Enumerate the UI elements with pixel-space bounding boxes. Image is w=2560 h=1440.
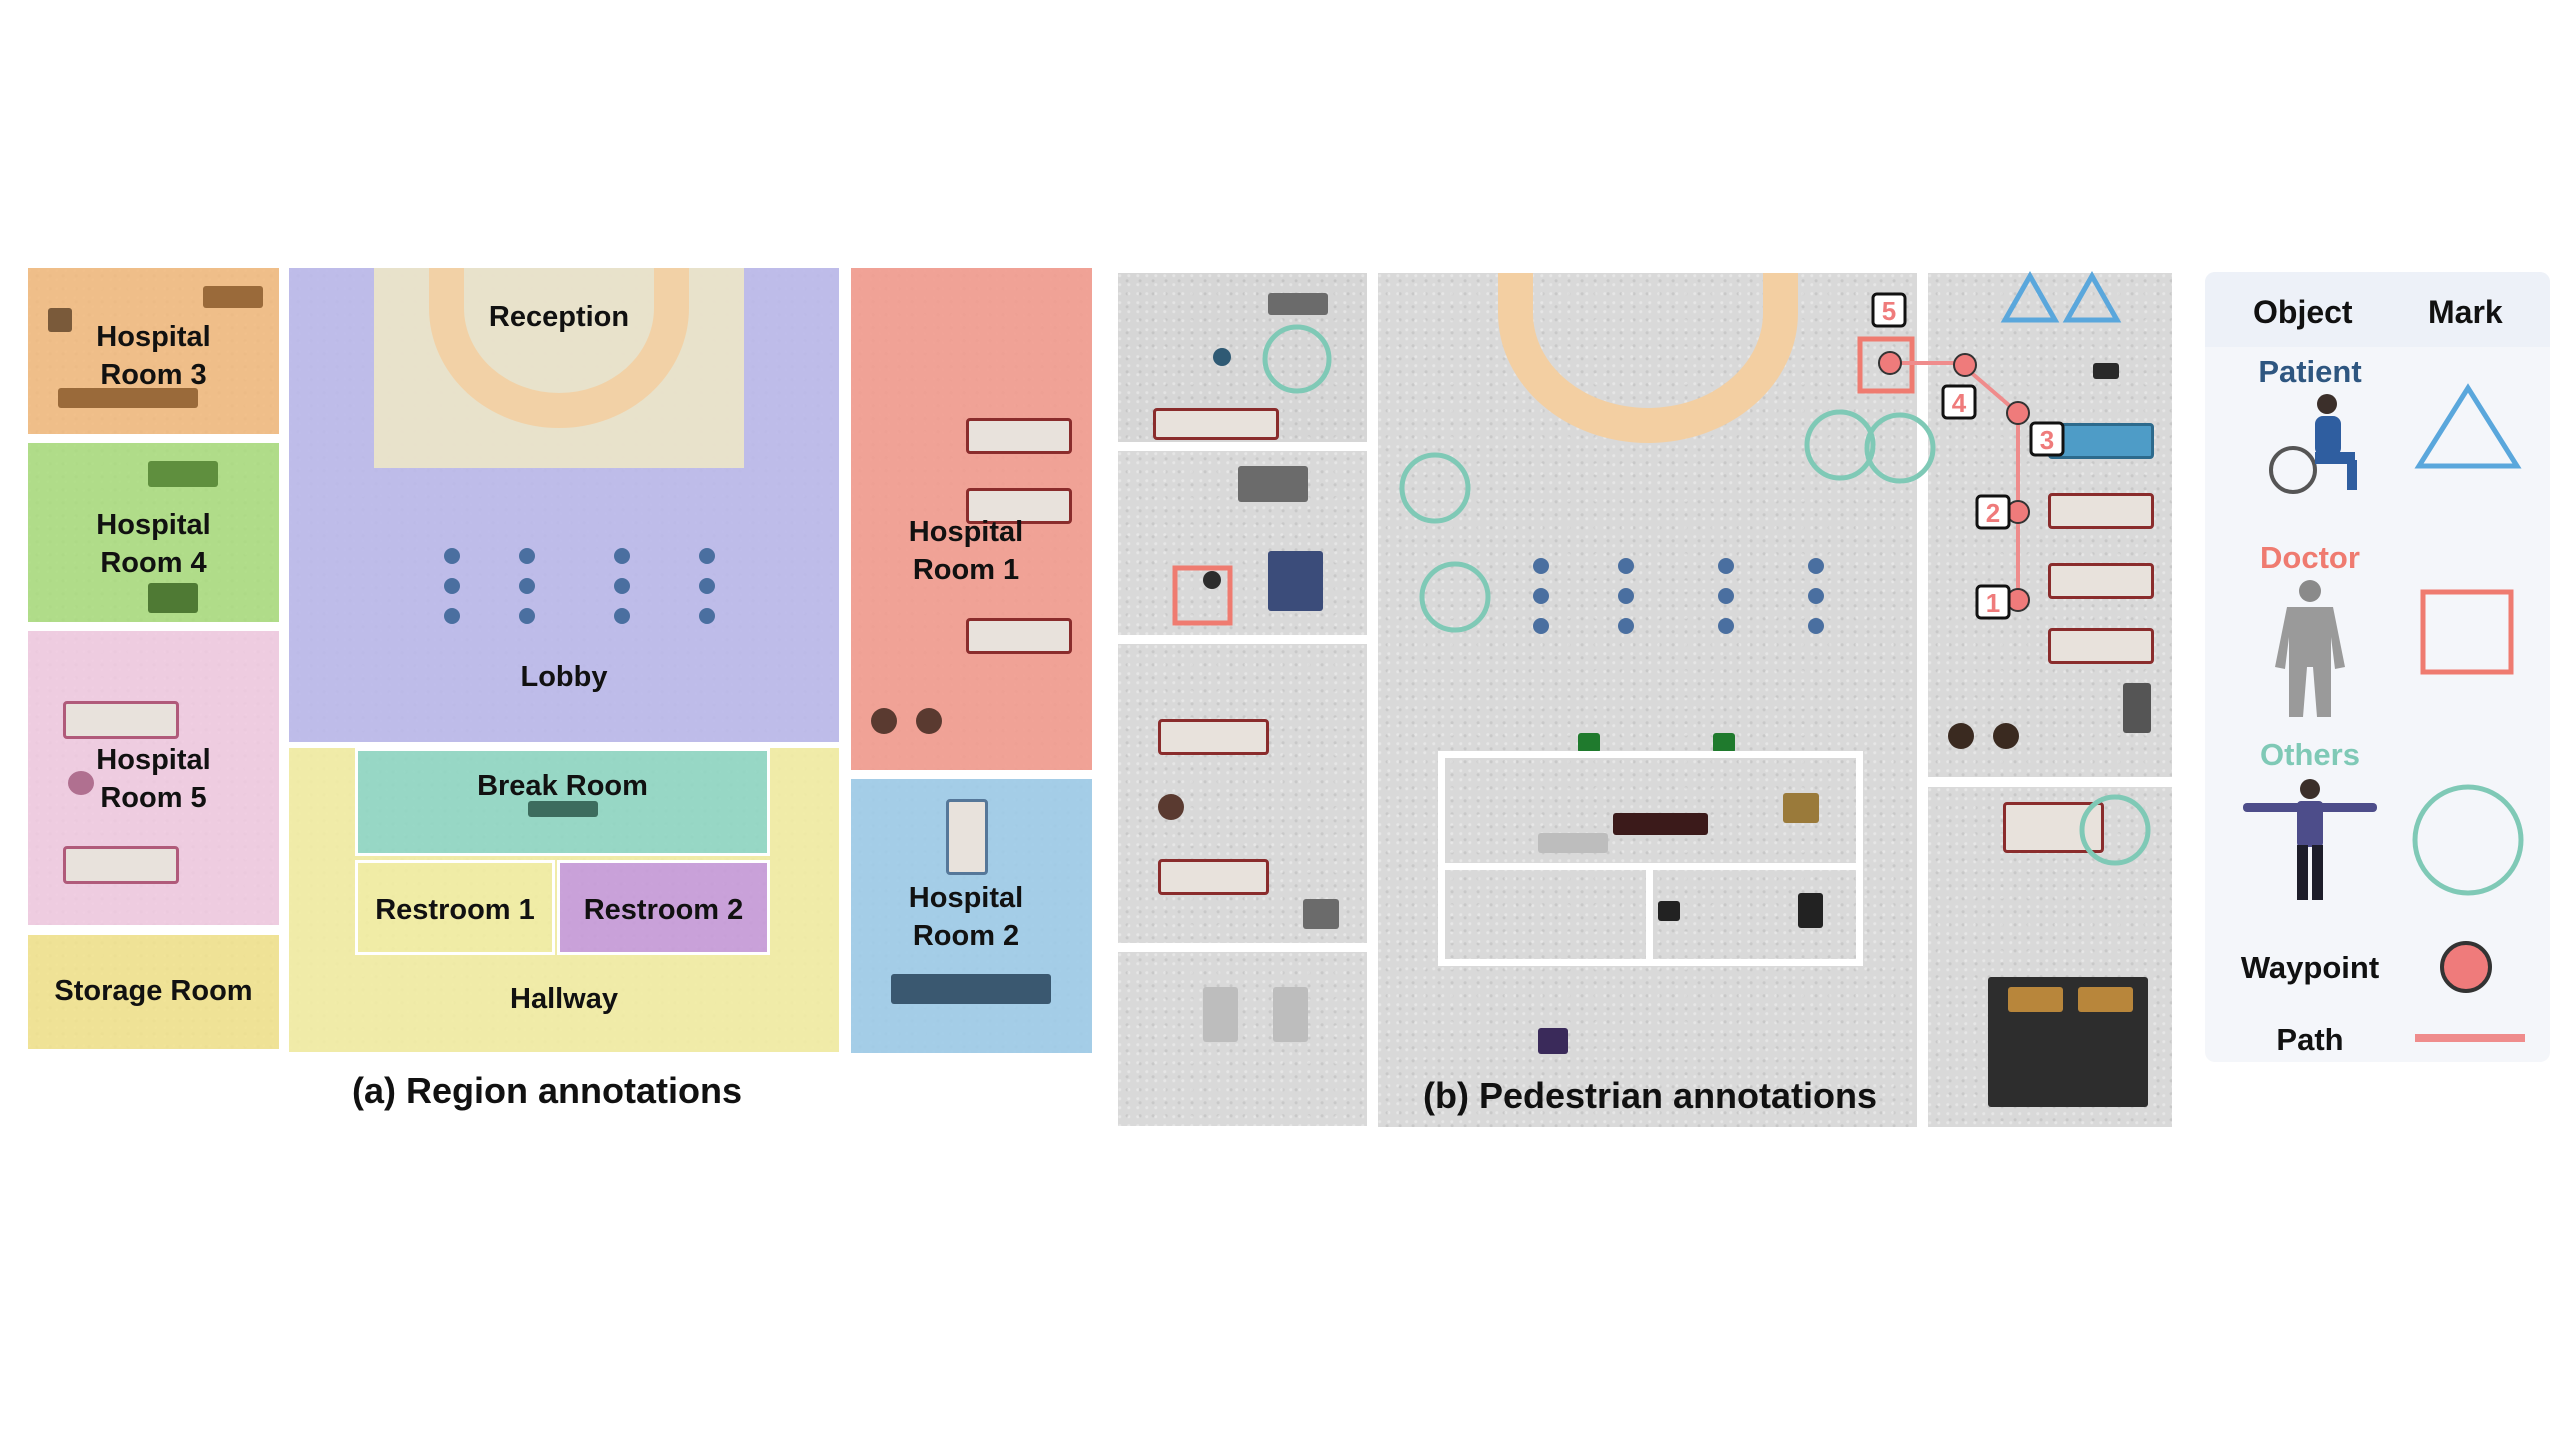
legend-header-mark: Mark [2428, 294, 2503, 330]
label-reception: Reception [488, 301, 630, 333]
pedestrian-annotation-overlay: 1 2 3 4 5 [1172, 270, 2151, 866]
patient-mark-2 [2062, 270, 2122, 323]
legend-patient-mark [2414, 383, 2522, 469]
doctor-mark-1 [1172, 565, 1233, 626]
legend-doctor-mark [2420, 589, 2514, 675]
region-hospital-room-3: Hospital Room 3 [25, 265, 282, 437]
region-restroom-1: Restroom 1 [355, 860, 555, 955]
others-mark-1 [1262, 324, 1332, 394]
waypoint-circle-4 [1953, 353, 1977, 377]
label-lobby: Lobby [520, 661, 608, 693]
waypoint-label-3: 3 [2040, 425, 2054, 455]
others-mark-6 [2079, 794, 2151, 866]
others-mark-3 [1419, 561, 1491, 633]
legend-patient-label: Patient [2258, 354, 2362, 389]
waypoint-label-4: 4 [1952, 388, 1967, 418]
label-hospital-room-5: Hospital Room 5 [96, 744, 211, 814]
ped-room-left-4 [1115, 949, 1370, 1129]
region-reception: Reception [374, 268, 744, 468]
ped-room-right-2 [1925, 784, 2175, 1130]
region-lobby: Reception Lobby [286, 265, 842, 745]
label-break-room: Break Room [477, 770, 648, 802]
caption-region-annotations: (a) Region annotations [352, 1070, 742, 1111]
ped-room-top-left [1115, 270, 1370, 445]
region-hospital-room-1: Hospital Room 1 [848, 265, 1095, 773]
label-hospital-room-3: Hospital Room 3 [96, 321, 211, 391]
label-storage-room: Storage Room [54, 975, 253, 1007]
caption-pedestrian-annotations: (b) Pedestrian annotations [1423, 1075, 1878, 1116]
others-mark-2 [1399, 452, 1471, 524]
region-hospital-room-2: Hospital Room 2 [848, 776, 1095, 1056]
legend-header-object: Object [2253, 294, 2353, 330]
legend-others-mark [2412, 784, 2524, 896]
legend-others-label: Others [2260, 737, 2360, 772]
waypoint-circle-3 [2006, 401, 2030, 425]
ped-room-left-2 [1115, 448, 1370, 638]
others-mark-4 [1804, 409, 1876, 481]
legend-path-label: Path [2276, 1022, 2344, 1057]
legend-panel: Object Mark Patient Doctor Others Waypoi… [2205, 272, 2550, 1062]
patient-figure-icon [2269, 394, 2357, 494]
panel-b-pedestrian-annotations: 1 2 3 4 5 (b) Pedestrian annotations [1115, 270, 2190, 1130]
waypoint-circle-5 [1878, 351, 1902, 375]
waypoint-label-5: 5 [1882, 296, 1896, 326]
label-hospital-room-2: Hospital Room 2 [908, 882, 1024, 952]
label-hospital-room-1: Hospital Room 1 [908, 516, 1024, 586]
legend-waypoint-label: Waypoint [2240, 950, 2380, 985]
ped-reception-desk [1498, 273, 1798, 443]
others-mark-5 [1864, 412, 1936, 484]
waypoint-label-1: 1 [1986, 588, 2000, 618]
others-figure-icon [2243, 779, 2377, 900]
region-hospital-room-4: Hospital Room 4 [25, 440, 282, 625]
reception-desk [429, 268, 689, 428]
doctor-figure-icon [2275, 580, 2345, 717]
region-storage-room: Storage Room [25, 932, 282, 1052]
region-hospital-room-5: Hospital Room 5 [25, 628, 282, 928]
legend-path-mark [2415, 1034, 2525, 1042]
label-hospital-room-4: Hospital Room 4 [96, 509, 211, 579]
region-break-room: Break Room [355, 748, 770, 856]
region-restroom-2: Restroom 2 [557, 860, 770, 955]
waypoint-label-2: 2 [1986, 498, 2000, 528]
label-restroom-2: Restroom 2 [583, 894, 744, 926]
legend-doctor-label: Doctor [2260, 540, 2360, 575]
label-restroom-1: Restroom 1 [375, 894, 535, 926]
ped-room-left-3 [1115, 641, 1370, 946]
ped-lobby [1375, 270, 1920, 1130]
panel-a-region-annotations: Hospital Room 3 Hospital Room 4 Hospital… [0, 0, 1120, 1120]
patient-mark-1 [2000, 270, 2060, 323]
legend-waypoint-mark [2440, 941, 2492, 993]
label-hallway: Hallway [510, 983, 618, 1015]
